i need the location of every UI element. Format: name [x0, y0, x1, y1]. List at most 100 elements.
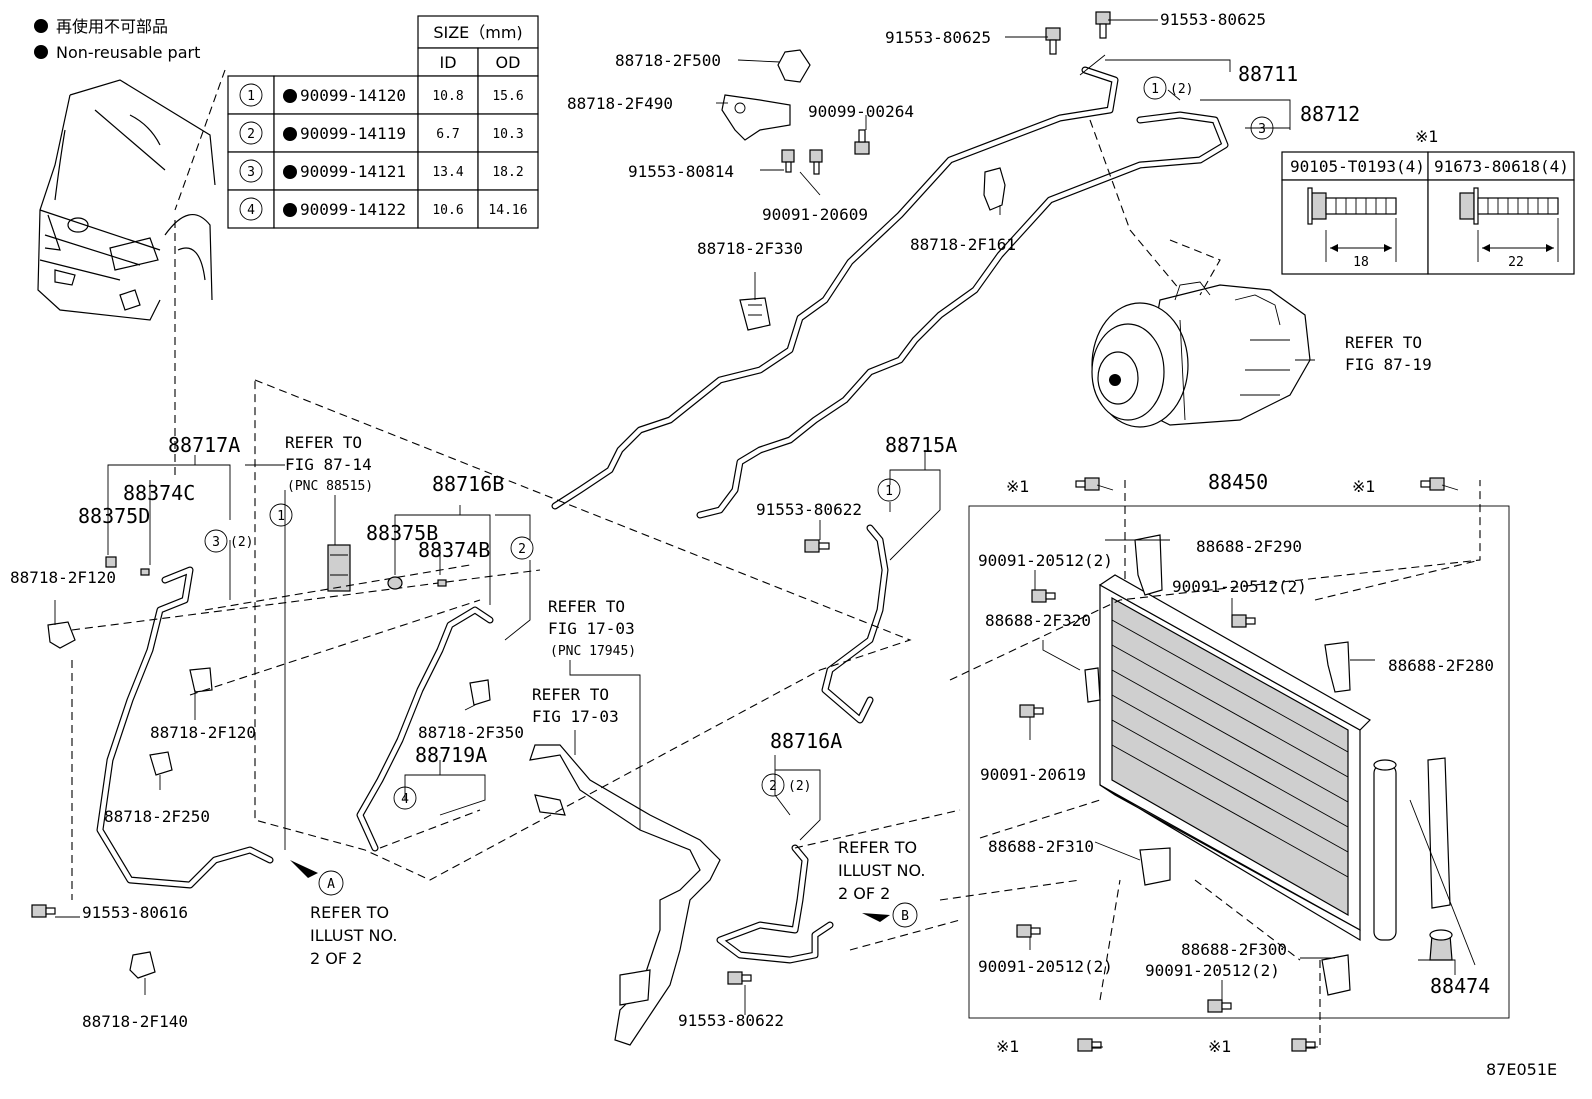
callout-2: 2	[769, 779, 777, 794]
label-90091-20512: 90091-20512(2)	[978, 551, 1113, 570]
bolt-icon	[1291, 1038, 1316, 1052]
non-reusable-dot-icon	[283, 127, 297, 141]
callout-3: 3	[1258, 122, 1266, 137]
qty-2: (2)	[788, 779, 811, 794]
bolt-icon	[781, 149, 795, 173]
row4-part: 90099-14122	[300, 200, 406, 219]
size-table: SIZE（mm) ID OD 1 90099-14120 10.8 15.6 2…	[227, 15, 539, 229]
callout-3: 3	[212, 535, 220, 550]
label-88718-2F330: 88718-2F330	[697, 239, 803, 258]
legend-en: Non-reusable part	[56, 43, 200, 62]
row3-od: 18.2	[492, 165, 523, 180]
label-88716A: 88716A	[770, 729, 842, 753]
label-88715A: 88715A	[885, 433, 957, 457]
label-refer-17-03-pnc: (PNC 17945)	[550, 644, 636, 659]
label-90091-20609: 90091-20609	[762, 205, 868, 224]
label-88375D: 88375D	[78, 504, 150, 528]
label-88688-2F280: 88688-2F280	[1388, 656, 1494, 675]
label-88450: 88450	[1208, 470, 1268, 494]
label-star1: ※1	[1006, 477, 1030, 496]
bolts	[31, 11, 1445, 1052]
bolt-right-length: 22	[1508, 255, 1524, 270]
expansion-valve-88515	[327, 544, 351, 592]
label-88688-2F310: 88688-2F310	[988, 837, 1094, 856]
label-88718-2F490: 88718-2F490	[567, 94, 673, 113]
condenser-88450	[968, 505, 1510, 1019]
liquid-tube-88715A	[821, 524, 889, 724]
flange-bolt-icon	[1307, 187, 1397, 225]
bolt-left-length: 18	[1353, 255, 1369, 270]
col-od: OD	[496, 53, 521, 72]
vehicle-callout	[174, 69, 226, 480]
label-88688-2F320: 88688-2F320	[985, 611, 1091, 630]
row3-no: 3	[247, 165, 255, 180]
row2-part: 90099-14119	[300, 124, 406, 143]
bracket-88718-2F490	[721, 94, 791, 141]
non-reusable-dot-icon	[34, 19, 48, 33]
label-88718-2F250: 88718-2F250	[104, 807, 210, 826]
bolt-icon	[1045, 27, 1061, 55]
guide-lines	[71, 119, 1481, 1045]
label-91553-80625: 91553-80625	[885, 28, 991, 47]
label-refer-17-03-fig: FIG 17-03	[548, 619, 635, 638]
row1-id: 10.8	[432, 89, 463, 104]
legend: 再使用不可部品 Non-reusable part	[34, 17, 200, 62]
bolt-icon	[1095, 11, 1111, 39]
bracket-17945	[529, 744, 721, 1046]
label-88718-2F500: 88718-2F500	[615, 51, 721, 70]
label-refer-illust-b-of: 2 OF 2	[838, 884, 890, 903]
row4-no: 4	[247, 203, 255, 218]
label-88374B: 88374B	[418, 538, 490, 562]
label-refer-17-03-b: REFER TO	[532, 685, 609, 704]
label-refer-87-19-fig: FIG 87-19	[1345, 355, 1432, 374]
clamp-88718-2F350	[469, 679, 491, 706]
label-star1: ※1	[996, 1037, 1020, 1056]
label-refer-87-14-fig: FIG 87-14	[285, 455, 372, 474]
clamp-88718-2F161	[983, 167, 1006, 211]
label-88688-2F300: 88688-2F300	[1181, 940, 1287, 959]
bolt-icon	[727, 971, 752, 985]
label-88718-2F161: 88718-2F161	[910, 235, 1016, 254]
non-reusable-dot-icon	[283, 165, 297, 179]
leader-lines	[54, 19, 1476, 1048]
bolt-icon	[1019, 704, 1044, 718]
label-90091-20512: 90091-20512(2)	[1172, 577, 1307, 596]
row3-id: 13.4	[432, 165, 463, 180]
col-id: ID	[439, 53, 456, 72]
cap-icon	[387, 576, 403, 590]
qty-2: (2)	[1170, 82, 1193, 97]
bolt-icon	[1016, 924, 1041, 938]
label-refer-illust-b: REFER TO	[838, 838, 917, 857]
label-91553-80814: 91553-80814	[628, 162, 734, 181]
size-header: SIZE（mm)	[433, 23, 522, 42]
cap-icon	[437, 579, 447, 587]
callout-4: 4	[401, 792, 409, 807]
bolt-icon	[854, 129, 870, 155]
label-91553-80622: 91553-80622	[756, 500, 862, 519]
label-refer-illust-b-no: ILLUST NO.	[838, 861, 925, 880]
tube-88716B	[356, 606, 494, 852]
label-star1: ※1	[1352, 477, 1376, 496]
label-88718-2F120: 88718-2F120	[10, 568, 116, 587]
label-88712: 88712	[1300, 102, 1360, 126]
bolt-icon	[1207, 999, 1232, 1013]
discharge-hose-88711	[551, 66, 1119, 510]
callouts: 1 (2) 3 1 3 (2) 1 2 4 2 (2) A B	[204, 76, 1274, 928]
bolt-icon	[31, 904, 56, 918]
row2-od: 10.3	[492, 127, 523, 142]
label-88718-2F140: 88718-2F140	[82, 1012, 188, 1031]
label-refer-17-03-b-fig: FIG 17-03	[532, 707, 619, 726]
tube-88717A	[96, 566, 274, 889]
bracket-icon	[1084, 667, 1101, 703]
row1-no: 1	[247, 89, 255, 104]
legend-jp: 再使用不可部品	[56, 17, 168, 36]
bolt-left-part: 90105-T0193(4)	[1290, 157, 1425, 176]
bracket-icon	[1134, 534, 1163, 596]
bracket-icon	[1324, 641, 1351, 693]
label-refer-illust-a: REFER TO	[310, 903, 389, 922]
label-refer-illust-a-no: ILLUST NO.	[310, 926, 397, 945]
row4-id: 10.6	[432, 203, 463, 218]
row4-od: 14.16	[488, 203, 527, 218]
bolt-icon	[809, 149, 823, 175]
callout-2: 2	[518, 542, 526, 557]
